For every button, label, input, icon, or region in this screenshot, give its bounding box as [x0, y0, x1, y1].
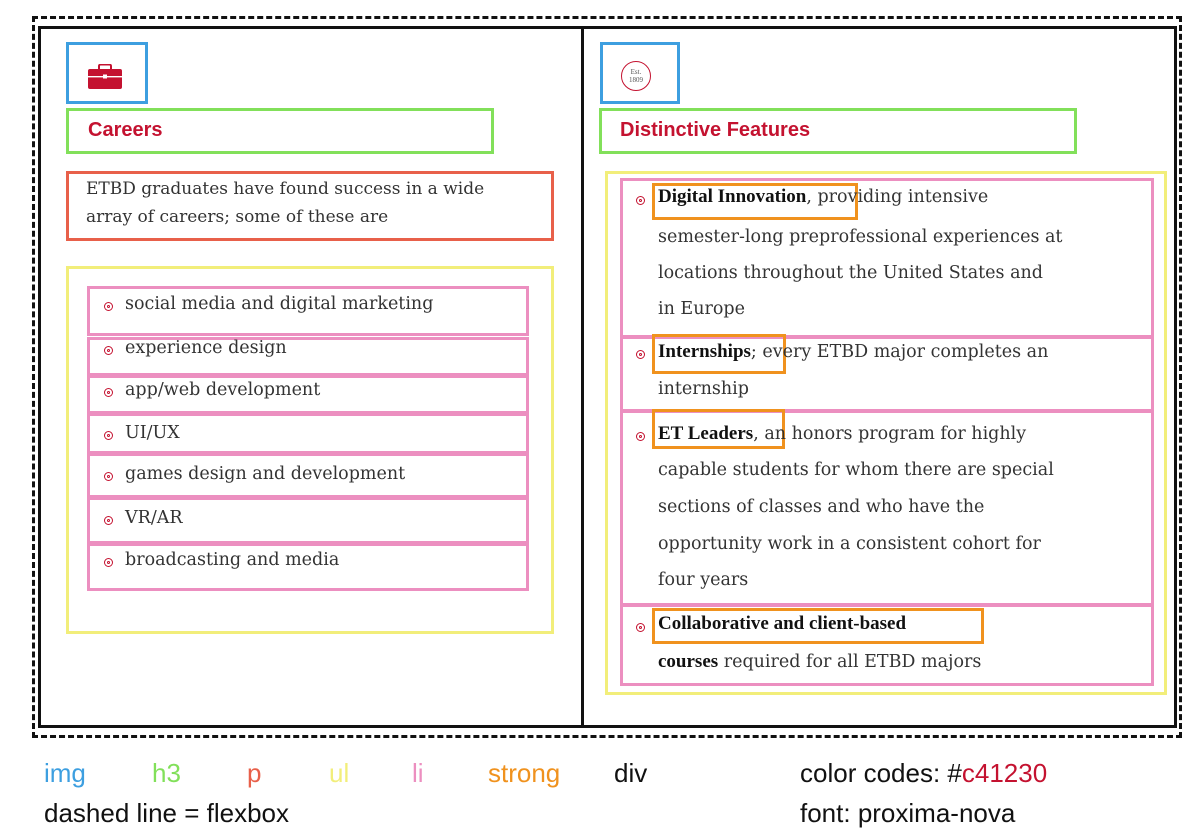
- careers-h3-box: [66, 108, 494, 154]
- seal-icon: Est. 1809: [621, 61, 651, 91]
- feature-strong: courses: [658, 651, 719, 672]
- bullet-icon: [104, 431, 113, 440]
- feature-line: in Europe: [658, 299, 745, 319]
- bullet-icon: [104, 388, 113, 397]
- features-ul-box: [605, 171, 1167, 695]
- feature-strong: Internships: [658, 341, 751, 362]
- careers-item: broadcasting and media: [125, 550, 340, 570]
- feature-line: opportunity work in a consistent cohort …: [658, 534, 1041, 554]
- bullet-icon: [104, 346, 113, 355]
- careers-li-box: [87, 413, 529, 454]
- careers-img-box: [66, 42, 148, 104]
- bullet-icon: [636, 196, 645, 205]
- bullet-icon: [636, 623, 645, 632]
- careers-li-box: [87, 286, 529, 336]
- careers-li-box: [87, 375, 529, 414]
- legend-li: li: [412, 758, 424, 788]
- feature-line: semester-long preprofessional experience…: [658, 227, 1063, 247]
- feature-line: courses required for all ETBD majors: [658, 651, 982, 672]
- careers-item: UI/UX: [125, 423, 180, 443]
- feature-line: Collaborative and client-based: [658, 613, 906, 635]
- careers-li-box: [87, 543, 529, 591]
- feature-line: internship: [658, 379, 749, 399]
- feature-line: Digital Innovation, providing intensive: [658, 186, 989, 207]
- bullet-icon: [104, 516, 113, 525]
- feature-line: four years: [658, 570, 749, 590]
- bullet-icon: [104, 472, 113, 481]
- careers-intro: ETBD graduates have found success in a w…: [86, 175, 484, 231]
- legend-div: div: [614, 758, 648, 788]
- careers-item: app/web development: [125, 380, 321, 400]
- feature-strong: ET Leaders: [658, 423, 754, 444]
- legend-img: img: [44, 758, 86, 788]
- careers-item: social media and digital marketing: [125, 294, 434, 314]
- flexbox-outline: [32, 16, 1182, 738]
- careers-heading: Careers: [88, 119, 163, 141]
- briefcase-icon: [88, 64, 122, 89]
- strong-box: [652, 409, 785, 449]
- feature-strong: Collaborative and client-based: [658, 613, 907, 634]
- feature-line: capable students for whom there are spec…: [658, 460, 1054, 480]
- features-column: [581, 26, 1177, 728]
- legend-strong: strong: [488, 758, 561, 788]
- feature-line: sections of classes and who have the: [658, 497, 985, 517]
- features-heading: Distinctive Features: [620, 119, 811, 141]
- careers-li-box: [87, 453, 529, 498]
- strong-box: [652, 183, 858, 220]
- strong-box: [652, 608, 984, 644]
- careers-item: games design and development: [125, 464, 406, 484]
- bullet-icon: [104, 302, 113, 311]
- careers-li-box: [87, 337, 529, 376]
- feature-line: ET Leaders, an honors program for highly: [658, 423, 1027, 444]
- legend-h3: h3: [152, 758, 181, 788]
- careers-intro-line-1: ETBD graduates have found success in a w…: [86, 179, 485, 199]
- bullet-icon: [104, 558, 113, 567]
- legend-p: p: [247, 758, 262, 788]
- strong-box: [652, 334, 786, 374]
- legend-color-codes: color codes: #c41230: [800, 758, 1048, 788]
- careers-item: VR/AR: [125, 508, 183, 528]
- bullet-icon: [636, 432, 645, 441]
- features-li-box: [620, 604, 1154, 686]
- careers-p-box: [66, 171, 554, 241]
- feature-line: Internships; every ETBD major completes …: [658, 341, 1049, 362]
- careers-li-box: [87, 497, 529, 544]
- features-h3-box: [599, 108, 1077, 154]
- legend-ul: ul: [329, 758, 350, 788]
- careers-ul-box: [66, 266, 554, 634]
- feature-strong: Digital Innovation: [658, 186, 807, 207]
- careers-item: experience design: [125, 338, 287, 358]
- legend-flexbox-note: dashed line = flexbox: [44, 798, 290, 828]
- legend-font-note: font: proxima-nova: [800, 798, 1016, 828]
- careers-intro-line-2: array of careers; some of these are: [86, 207, 389, 227]
- features-img-box: [600, 42, 680, 104]
- bullet-icon: [636, 350, 645, 359]
- feature-line: locations throughout the United States a…: [658, 263, 1043, 283]
